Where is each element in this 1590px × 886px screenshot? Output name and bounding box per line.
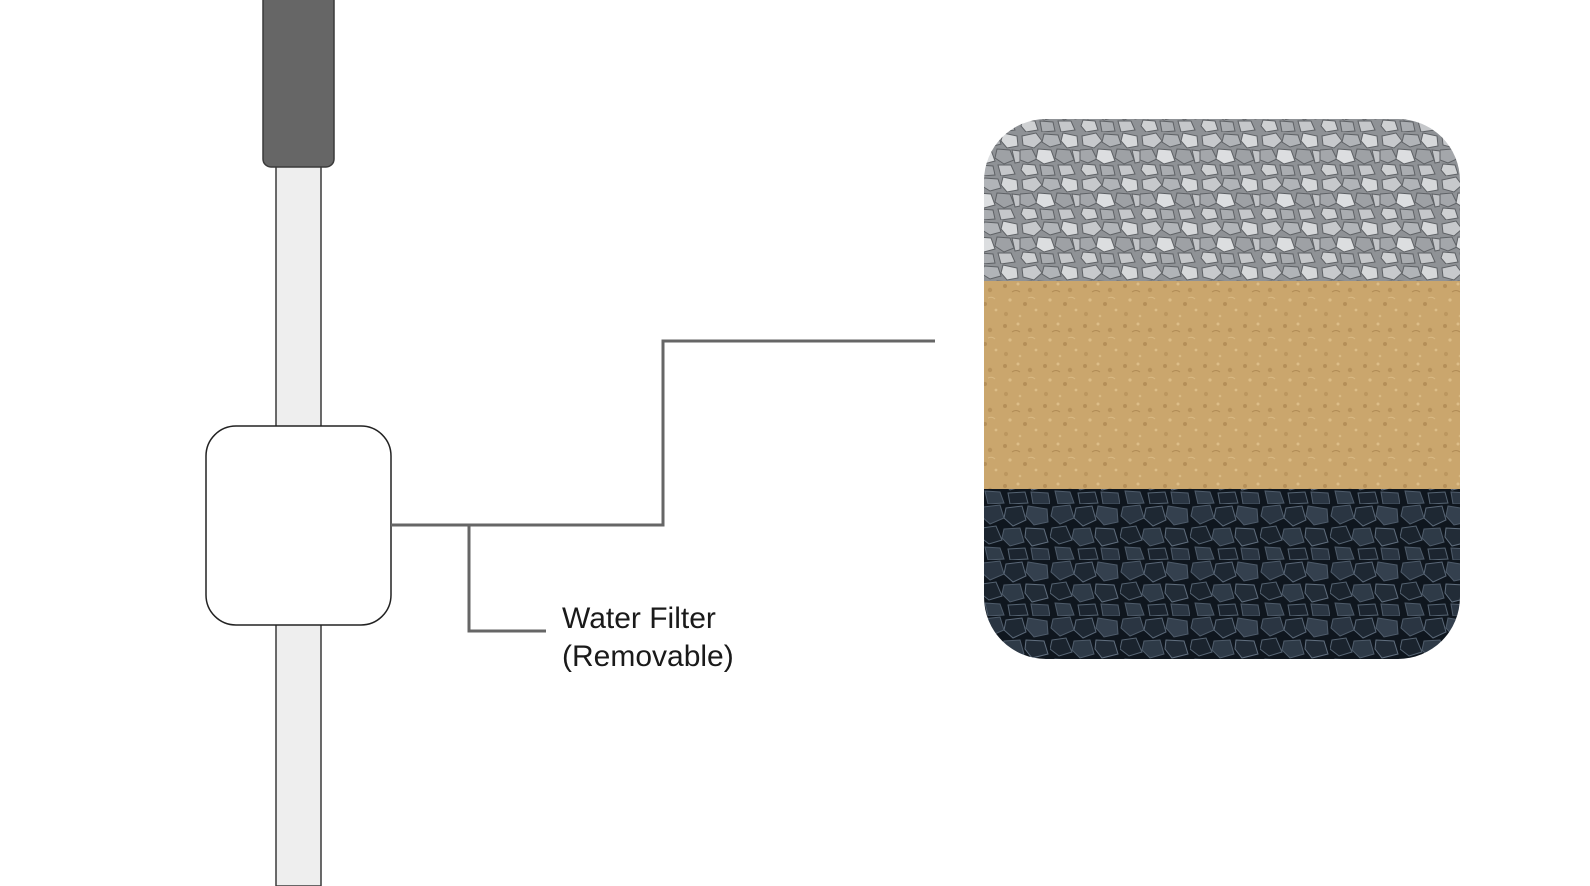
filter-label-line1: Water Filter: [562, 602, 716, 635]
leader-line-to-label: [469, 525, 546, 631]
gravel-layer: [984, 119, 1460, 281]
filter-label-line2: (Removable): [562, 640, 734, 673]
charcoal-layer: [984, 489, 1460, 659]
pipe-upper: [276, 150, 321, 430]
filter-housing: [206, 426, 391, 625]
sand-layer: [984, 281, 1460, 489]
pipe-lower: [276, 620, 321, 886]
filter-label: Water Filter (Removable): [562, 602, 734, 673]
filter-layers-detail: [984, 119, 1460, 659]
leader-line-to-detail: [391, 341, 935, 525]
pipe-cap: [263, 0, 334, 167]
